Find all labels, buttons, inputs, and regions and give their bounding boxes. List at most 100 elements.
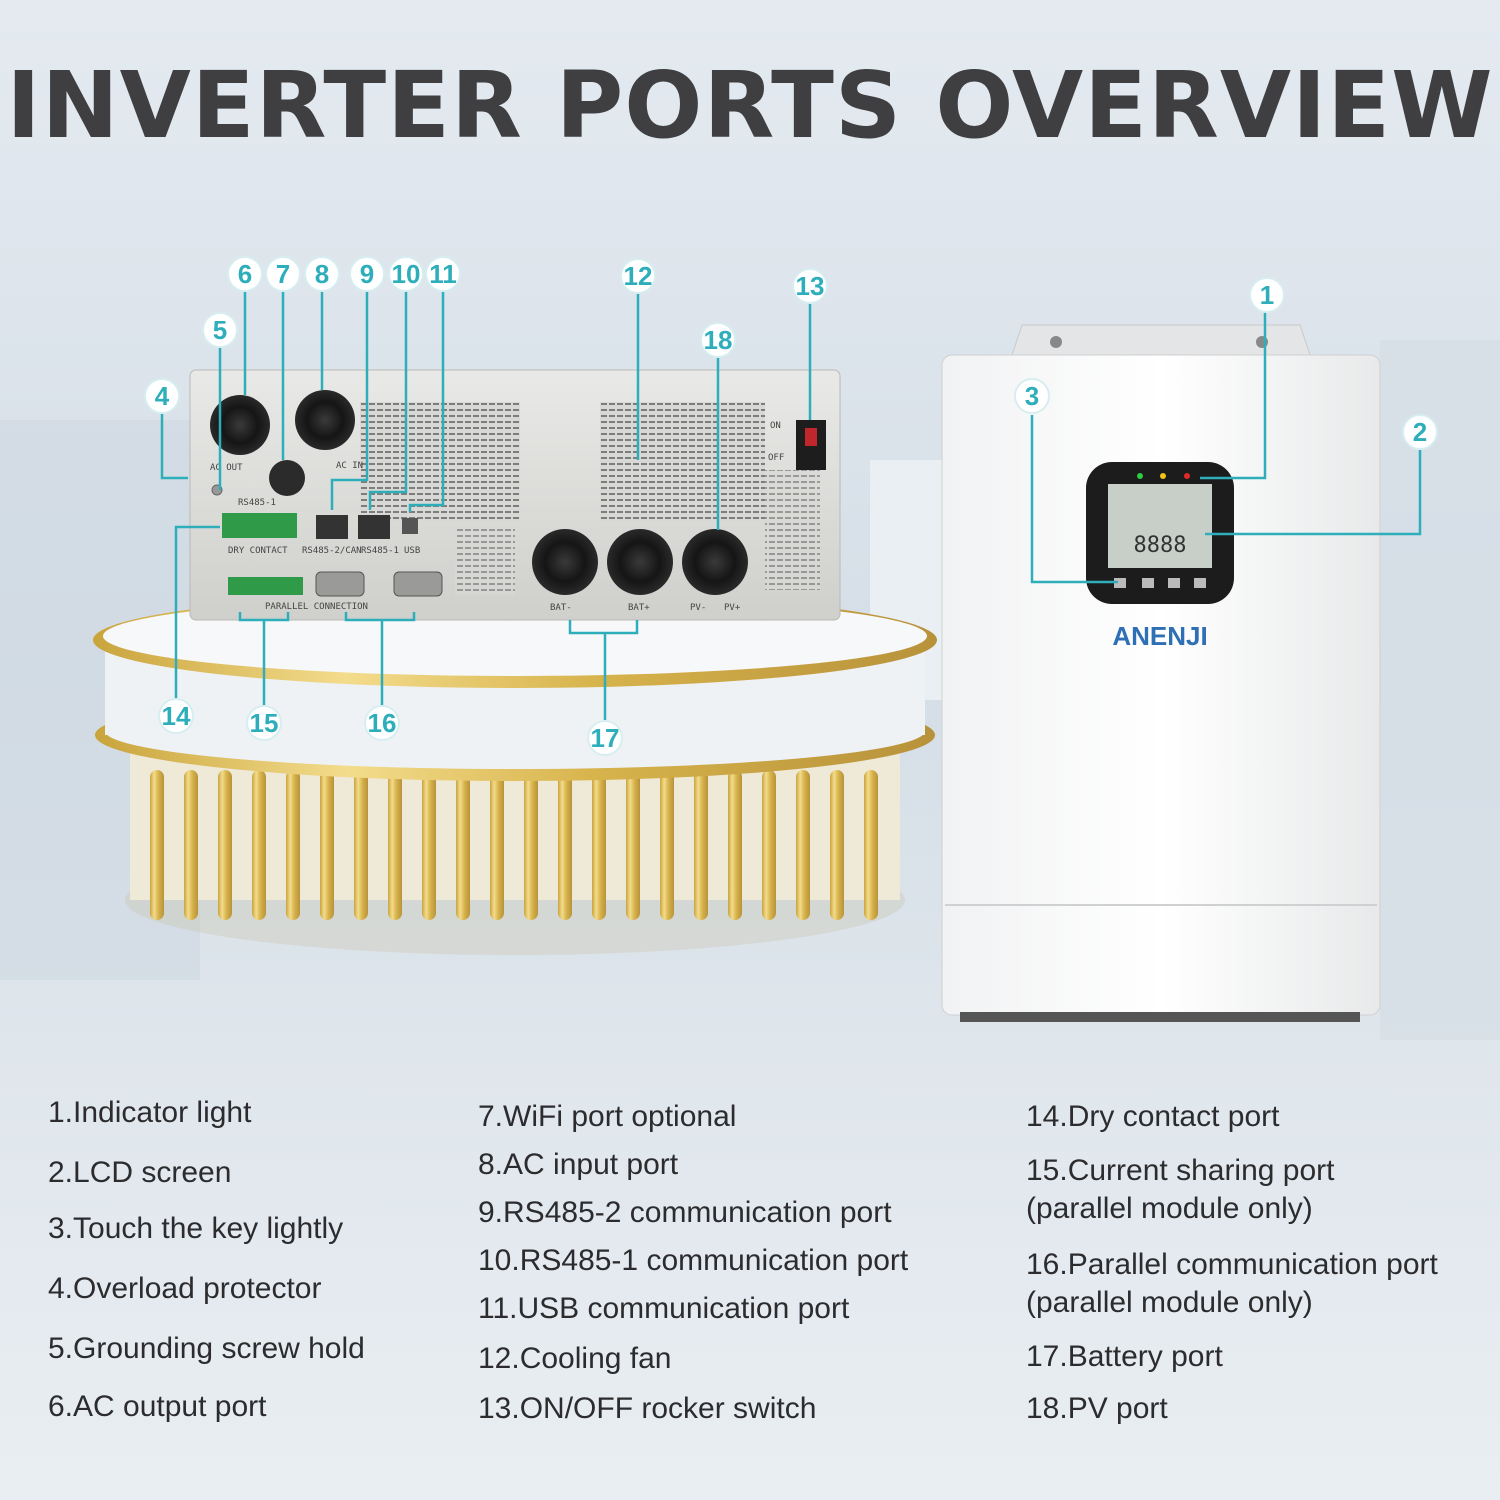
label-rs485-2-can: RS485-2/CAN (302, 546, 362, 556)
indicator-ac-out (1137, 473, 1143, 479)
legend-item: 14.Dry contact port (1026, 1100, 1280, 1133)
legend-item: 6.AC output port (48, 1390, 267, 1423)
callout-badge (792, 268, 828, 304)
callout-number: 4 (155, 381, 170, 411)
inverter-front-view: 8888 ANENJI (941, 324, 1381, 1022)
callout-badge (425, 256, 461, 292)
pedestal-slat (286, 770, 300, 920)
label-bat-minus: BAT- (550, 603, 572, 613)
label-usb: USB (404, 546, 420, 556)
pedestal-slat (218, 770, 232, 920)
pedestal-slat (252, 770, 266, 920)
pedestal-slat (320, 770, 334, 920)
callout-number: 11 (429, 259, 457, 289)
callout-number: 6 (238, 259, 252, 289)
legend-item: 1.Indicator light (48, 1096, 252, 1129)
pedestal-slat (796, 770, 810, 920)
ac-input-terminal (295, 390, 355, 450)
bat-minus-terminal (532, 529, 598, 595)
callout-number: 10 (392, 259, 421, 289)
pedestal-slat (728, 770, 742, 920)
wifi-port (269, 460, 305, 496)
callout-number: 1 (1260, 280, 1274, 310)
legend-item: 9.RS485-2 communication port (478, 1196, 892, 1229)
callout-number: 14 (162, 701, 191, 731)
parallel-db15-1 (315, 571, 365, 597)
lcd-touch-key (1194, 578, 1206, 588)
legend-item-note: (parallel module only) (1026, 1192, 1313, 1225)
callout-badge (700, 322, 736, 358)
bat-plus-terminal (607, 529, 673, 595)
callout-number: 8 (315, 259, 329, 289)
callout-number: 12 (624, 261, 653, 291)
legend-item: 3.Touch the key lightly (48, 1212, 344, 1245)
callout-number: 17 (591, 723, 620, 753)
lcd-screen (1108, 484, 1212, 568)
label-dry-contact: DRY CONTACT (228, 546, 288, 556)
callout-number: 9 (360, 259, 374, 289)
callout-badge (158, 698, 194, 734)
callout-leaders (160, 290, 1422, 720)
indicator-fault (1184, 473, 1190, 479)
brand-logo: ANENJI (1112, 621, 1207, 651)
label-rs485-1: RS485-1 (361, 546, 399, 556)
callout-badge (620, 258, 656, 294)
legend-item: 2.LCD screen (48, 1156, 232, 1189)
label-pv-minus: PV- (690, 603, 706, 613)
label-pv-plus: PV+ (724, 603, 741, 613)
legend-item: 12.Cooling fan (478, 1342, 672, 1375)
dry-contact-terminal (222, 513, 297, 538)
callout-badge (587, 720, 623, 756)
lcd-touch-key (1114, 578, 1126, 588)
legend-item: 13.ON/OFF rocker switch (478, 1392, 817, 1425)
callout-badge (364, 705, 400, 741)
pedestal-slat (830, 770, 844, 920)
gold-pedestal (93, 592, 937, 955)
lcd-touch-key (1142, 578, 1154, 588)
pedestal-slat (592, 770, 606, 920)
callout-number: 2 (1413, 417, 1427, 447)
callout-number: 15 (250, 708, 279, 738)
usb-port (402, 518, 418, 534)
legend-item: 8.AC input port (478, 1148, 679, 1181)
pedestal-slat (864, 770, 878, 920)
inverter-rear-panel: AC OUT AC IN RS485-1 DRY CONTACT RS485-2… (189, 369, 841, 621)
pedestal-slat (490, 770, 504, 920)
legend-item: 18.PV port (1026, 1392, 1168, 1425)
legend-item: 11.USB communication port (478, 1292, 850, 1325)
callout-badge (265, 256, 301, 292)
legend-item: 16.Parallel communication port (1026, 1248, 1438, 1281)
callout-badge (304, 256, 340, 292)
pedestal-slat (558, 770, 572, 920)
callout-number: 16 (368, 708, 397, 738)
label-off: OFF (768, 453, 784, 463)
pedestal-slat (694, 770, 708, 920)
pedestal-slat (524, 770, 538, 920)
callout-number: 18 (704, 325, 733, 355)
ac-output-terminal (210, 395, 270, 455)
callout-badge (1249, 277, 1285, 313)
callout-badge (1014, 378, 1050, 414)
label-ac-out: AC OUT (210, 463, 243, 473)
pedestal-slat (388, 770, 402, 920)
page-title: INVERTER PORTS OVERVIEW (6, 52, 1494, 159)
pedestal-slat (184, 770, 198, 920)
legend-item: 17.Battery port (1026, 1340, 1223, 1373)
label-on: ON (770, 421, 781, 431)
callout-number: 13 (796, 271, 825, 301)
pedestal-slat (456, 770, 470, 920)
pedestal-slat (660, 770, 674, 920)
pedestal-slat (354, 770, 368, 920)
label-parallel-connection: PARALLEL CONNECTION (265, 602, 368, 612)
legend-item: 5.Grounding screw hold (48, 1332, 365, 1365)
lcd-digits: 8888 (1134, 533, 1187, 558)
rs485-1-port (358, 515, 390, 539)
callout-badge (202, 312, 238, 348)
legend-item: 10.RS485-1 communication port (478, 1244, 909, 1277)
label-bat-plus: BAT+ (628, 603, 650, 613)
legend-item-note: (parallel module only) (1026, 1286, 1313, 1319)
callout-badge (227, 256, 263, 292)
rs485-2-port (316, 515, 348, 539)
callout-number: 7 (276, 259, 290, 289)
